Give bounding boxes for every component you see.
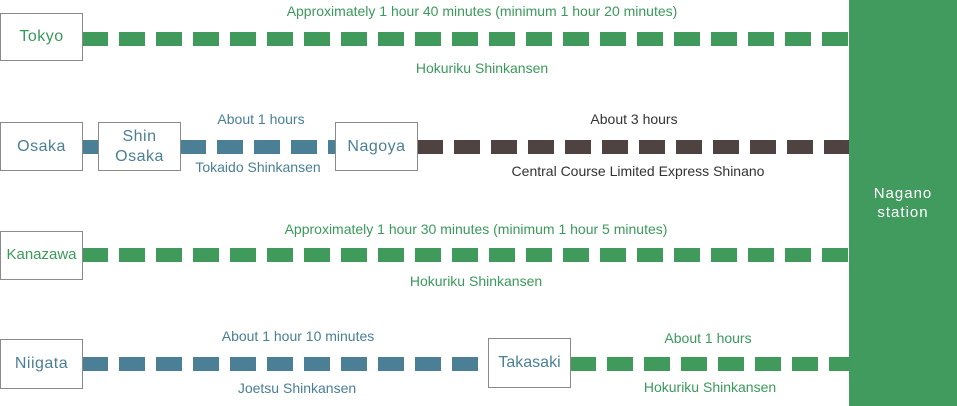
- time-joetsu: About 1 hour 10 minutes: [221, 328, 375, 344]
- station-tokyo: Tokyo: [0, 13, 83, 61]
- station-takasaki: Takasaki: [488, 338, 571, 388]
- track-joetsu-shinkansen: [82, 357, 489, 371]
- track-takasaki-hokuriku: [570, 357, 849, 371]
- track-tokyo-hokuriku: [82, 32, 849, 46]
- time-tokyo: Approximately 1 hour 40 minutes (minimum…: [286, 3, 678, 19]
- station-nagoya: Nagoya: [335, 122, 418, 171]
- line-tokaido: Tokaido Shinkansen: [195, 159, 321, 175]
- line-kanazawa: Hokuriku Shinkansen: [409, 273, 543, 289]
- nagano-station-block: Nagano station: [849, 0, 957, 406]
- line-takasaki-nagano: Hokuriku Shinkansen: [643, 379, 777, 395]
- station-shin-osaka: Shin Osaka: [98, 122, 181, 171]
- time-kanazawa: Approximately 1 hour 30 minutes (minimum…: [284, 221, 668, 237]
- time-takasaki-nagano: About 1 hours: [664, 330, 752, 346]
- track-tokaido-shinkansen: [180, 140, 336, 154]
- track-kanazawa-hokuriku: [82, 248, 849, 262]
- line-shinano: Central Course Limited Express Shinano: [511, 163, 765, 179]
- track-osaka-shinosaka: [82, 140, 99, 154]
- station-niigata: Niigata: [0, 339, 83, 389]
- line-tokyo: Hokuriku Shinkansen: [415, 60, 549, 76]
- track-shinano-express: [417, 140, 849, 154]
- line-joetsu: Joetsu Shinkansen: [237, 380, 357, 396]
- time-tokaido: About 1 hours: [217, 111, 305, 127]
- time-shinano: About 3 hours: [590, 111, 678, 127]
- station-osaka: Osaka: [0, 122, 83, 171]
- station-kanazawa: Kanazawa: [0, 231, 83, 280]
